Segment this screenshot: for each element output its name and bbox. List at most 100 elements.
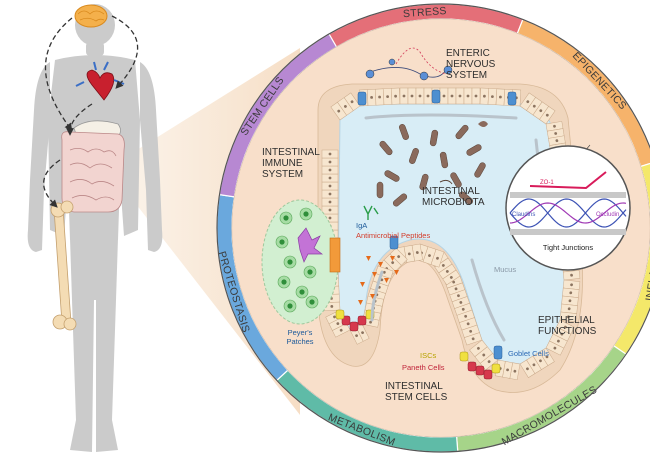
- bacterium: [429, 129, 439, 147]
- mucus-label: Mucus: [494, 265, 516, 274]
- peyers-patches: [261, 199, 339, 325]
- epithelial-cell: [469, 339, 488, 358]
- epithelial-cell: [560, 303, 578, 314]
- epithelial-cell: [519, 359, 536, 378]
- epithelial-cell: [321, 181, 339, 191]
- microbiota: [376, 121, 488, 207]
- peptide: [384, 278, 389, 283]
- epithelial-cell: [423, 87, 433, 105]
- zo1-label: ZO-1: [540, 180, 554, 186]
- enteric-neurons: [365, 47, 453, 81]
- lymphocyte-nucleus: [303, 211, 309, 217]
- iga-label: IgA: [356, 221, 367, 230]
- epithelial-cell: [562, 270, 581, 281]
- goblet-cell: [493, 345, 503, 360]
- epithelial-cell: [321, 157, 339, 167]
- lymphocyte-nucleus: [287, 303, 293, 309]
- flagellated-bacterium: [478, 121, 488, 127]
- bacterium: [450, 172, 462, 188]
- epithelial-cell: [321, 189, 339, 199]
- tight-junctions-label: Tight Junctions: [543, 243, 593, 252]
- antimicrobial-label: Antimicrobial Peptides: [356, 231, 430, 240]
- bacterium: [409, 148, 419, 164]
- bacterium: [384, 170, 400, 182]
- tight-junction-inset: [505, 144, 631, 271]
- bacterium: [419, 173, 429, 191]
- paneth-cell: [467, 361, 477, 372]
- epithelial-cell: [383, 253, 402, 272]
- organ-axis-arrows: [43, 15, 139, 208]
- isc-cell: [491, 363, 501, 374]
- bacterium: [455, 124, 469, 140]
- bacterium: [376, 181, 384, 199]
- peptide: [390, 256, 395, 261]
- bacterium: [458, 191, 474, 205]
- epithelial-cell: [439, 87, 449, 105]
- epithelial-cell: [539, 105, 556, 125]
- epithelial-cell: [399, 87, 409, 105]
- antimicrobial-peptides: [358, 256, 399, 305]
- brain-icon: [74, 4, 108, 28]
- bacterium: [392, 193, 408, 207]
- epithelial-cell: [321, 149, 339, 159]
- goblet-cell: [357, 91, 367, 106]
- occludin-strand: [509, 202, 627, 224]
- occludin-label: Occludin: [596, 212, 619, 218]
- claudin-strand: [509, 198, 627, 228]
- immune-cell-column: [329, 237, 341, 273]
- claudin-strand: [509, 198, 627, 228]
- epithelial-cell: [374, 88, 385, 106]
- epithelial-cell: [321, 173, 339, 183]
- lymphocyte-nucleus: [307, 269, 313, 275]
- peptide: [372, 272, 377, 277]
- goblet-cell: [507, 91, 517, 106]
- claudins-label: Claudins: [512, 212, 535, 218]
- intestine-icon: [61, 131, 125, 213]
- epithelial-cell: [479, 87, 490, 105]
- epithelial-cell: [390, 87, 401, 105]
- paneth-cell: [357, 315, 367, 326]
- peptide: [360, 282, 365, 287]
- bacterium: [379, 140, 393, 156]
- peptide: [358, 300, 363, 305]
- iga-icon: [363, 205, 379, 220]
- epithelial-cell: [487, 88, 498, 106]
- peptide: [394, 270, 399, 275]
- epithelial-cell: [415, 87, 425, 105]
- epithelial-cell: [495, 88, 506, 106]
- peptide: [378, 262, 383, 267]
- epithelial-cell: [321, 205, 339, 215]
- epithelial-cell: [321, 165, 339, 175]
- lymphocyte-nucleus: [287, 259, 293, 265]
- epithelial-cell: [372, 273, 391, 287]
- lymphocyte-nucleus: [281, 279, 287, 285]
- lymphocyte-nucleus: [283, 215, 289, 221]
- isc-cell: [335, 309, 345, 320]
- paneth-cell: [475, 365, 485, 376]
- bacterium: [399, 124, 409, 140]
- epithelial-cell: [361, 316, 380, 328]
- epithelial-cell: [562, 279, 581, 290]
- epithelial-cell: [545, 340, 565, 356]
- peptide: [366, 256, 371, 261]
- epithelial-cell: [407, 87, 417, 105]
- paneth-cell: [483, 369, 493, 380]
- paneth-cell: [349, 321, 359, 332]
- epithelial-cell: [447, 87, 457, 105]
- zo1-strand: [529, 171, 607, 190]
- epithelial-cell: [471, 87, 481, 105]
- iscs-label: ISCs: [420, 351, 437, 360]
- epithelial-cell: [559, 311, 577, 322]
- isc-cell: [459, 351, 469, 362]
- bacterium: [474, 162, 486, 178]
- epithelial-cell: [455, 87, 465, 105]
- goblet-cell: [431, 89, 441, 104]
